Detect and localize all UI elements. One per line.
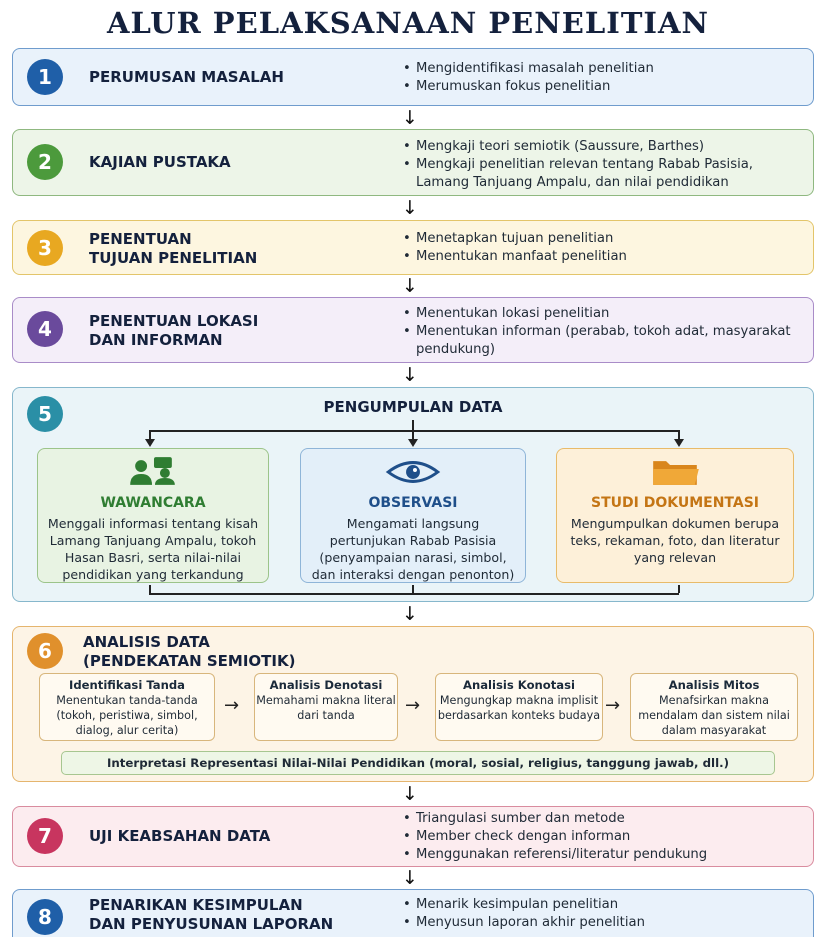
method-card-studi-dokumentasi: STUDI DOKUMENTASI Mengumpulkan dokumen b… bbox=[556, 448, 794, 583]
step-title: PENGUMPULAN DATA bbox=[323, 398, 503, 416]
step-1-box: 1 PERUMUSAN MASALAH Mengidentifikasi mas… bbox=[12, 48, 814, 106]
step-bullets: Mengidentifikasi masalah penelitian Meru… bbox=[401, 60, 806, 96]
merge-line bbox=[149, 585, 151, 593]
interpretation-banner: Interpretasi Representasi Nilai-Nilai Pe… bbox=[61, 751, 775, 775]
bullet-item: Menentukan informan (perabab, tokoh adat… bbox=[401, 323, 806, 359]
step-number-badge: 5 bbox=[27, 396, 63, 432]
arrowhead-icon bbox=[145, 439, 155, 447]
step-number-badge: 7 bbox=[27, 818, 63, 854]
branch-line bbox=[412, 430, 414, 440]
bullet-item: Mengkaji penelitian relevan tentang Raba… bbox=[401, 156, 806, 192]
step-number-badge: 3 bbox=[27, 230, 63, 266]
analysis-title: Analisis Mitos bbox=[668, 678, 760, 692]
step-title-line: ANALISIS DATA bbox=[83, 633, 210, 651]
right-arrow-icon: → bbox=[605, 695, 621, 716]
method-card-observasi: OBSERVASI Mengamati langsung pertunjukan… bbox=[300, 448, 526, 583]
step-title-line: TUJUAN PENELITIAN bbox=[89, 249, 258, 267]
step-bullets: Menetapkan tujuan penelitian Menentukan … bbox=[401, 230, 806, 266]
page-title: ALUR PELAKSANAAN PENELITIAN bbox=[107, 6, 709, 40]
eye-icon bbox=[385, 461, 441, 483]
step-number-badge: 8 bbox=[27, 899, 63, 935]
right-arrow-icon: → bbox=[405, 695, 421, 716]
bullet-item: Menentukan manfaat penelitian bbox=[401, 248, 806, 266]
bullet-item: Menyusun laporan akhir penelitian bbox=[401, 914, 806, 932]
bullet-item: Member check dengan informan bbox=[401, 828, 806, 846]
analysis-description: Menafsirkan makna mendalam dan sistem ni… bbox=[638, 694, 790, 737]
step-title-line: PENENTUAN LOKASI bbox=[89, 312, 259, 330]
step-number-badge: 2 bbox=[27, 144, 63, 180]
analysis-card: Analisis Konotasi Mengungkap makna impli… bbox=[435, 673, 603, 741]
step-title-line: PENENTUAN bbox=[89, 230, 192, 248]
people-chat-icon bbox=[130, 457, 175, 485]
method-description: Mengamati langsung pertunjukan Rabab Pas… bbox=[311, 516, 515, 582]
step-title: UJI KEABSAHAN DATA bbox=[89, 827, 271, 845]
step-number-badge: 4 bbox=[27, 311, 63, 347]
step-2-box: 2 KAJIAN PUSTAKA Mengkaji teori semiotik… bbox=[12, 129, 814, 196]
analysis-title: Identifikasi Tanda bbox=[69, 678, 185, 692]
analysis-card: Analisis Mitos Menafsirkan makna mendala… bbox=[630, 673, 798, 741]
step-title: PERUMUSAN MASALAH bbox=[89, 68, 284, 86]
bullet-item: Triangulasi sumber dan metode bbox=[401, 810, 806, 828]
step-title: PENENTUAN TUJUAN PENELITIAN bbox=[89, 230, 257, 268]
step-5-box: 5 PENGUMPULAN DATA WAWANCARA Menggali in… bbox=[12, 387, 814, 602]
step-bullets: Triangulasi sumber dan metode Member che… bbox=[401, 810, 806, 864]
arrowhead-icon bbox=[408, 439, 418, 447]
step-number-badge: 6 bbox=[27, 633, 63, 669]
merge-line bbox=[412, 585, 414, 593]
method-card-wawancara: WAWANCARA Menggali informasi tentang kis… bbox=[37, 448, 269, 583]
bullet-item: Menarik kesimpulan penelitian bbox=[401, 896, 806, 914]
step-title-line: PENARIKAN KESIMPULAN bbox=[89, 896, 303, 914]
down-arrow-icon: ↓ bbox=[402, 197, 418, 219]
bullet-item: Menggunakan referensi/literatur pendukun… bbox=[401, 846, 806, 864]
bullet-item: Menentukan lokasi penelitian bbox=[401, 305, 806, 323]
step-4-box: 4 PENENTUAN LOKASI DAN INFORMAN Menentuk… bbox=[12, 297, 814, 363]
step-bullets: Menarik kesimpulan penelitian Menyusun l… bbox=[401, 896, 806, 932]
analysis-title: Analisis Denotasi bbox=[269, 678, 383, 692]
bullet-item: Menetapkan tujuan penelitian bbox=[401, 230, 806, 248]
step-title-line: DAN PENYUSUNAN LAPORAN bbox=[89, 915, 334, 933]
step-title: PENARIKAN KESIMPULAN DAN PENYUSUNAN LAPO… bbox=[89, 896, 333, 934]
bullet-item: Merumuskan fokus penelitian bbox=[401, 78, 806, 96]
step-title: KAJIAN PUSTAKA bbox=[89, 153, 231, 171]
down-arrow-icon: ↓ bbox=[402, 783, 418, 805]
step-6-box: 6 ANALISIS DATA (PENDEKATAN SEMIOTIK) Id… bbox=[12, 626, 814, 782]
step-title-line: (PENDEKATAN SEMIOTIK) bbox=[83, 652, 296, 670]
branch-line bbox=[412, 420, 414, 430]
branch-line bbox=[678, 430, 680, 440]
method-description: Menggali informasi tentang kisah Lamang … bbox=[47, 516, 259, 582]
step-3-box: 3 PENENTUAN TUJUAN PENELITIAN Menetapkan… bbox=[12, 220, 814, 275]
step-bullets: Menentukan lokasi penelitian Menentukan … bbox=[401, 305, 806, 359]
method-title: WAWANCARA bbox=[100, 495, 206, 511]
step-7-box: 7 UJI KEABSAHAN DATA Triangulasi sumber … bbox=[12, 806, 814, 867]
merge-line bbox=[678, 585, 680, 593]
arrowhead-icon bbox=[674, 439, 684, 447]
analysis-card: Analisis Denotasi Memahami makna literal… bbox=[254, 673, 398, 741]
analysis-description: Mengungkap makna implisit berdasarkan ko… bbox=[437, 694, 601, 722]
down-arrow-icon: ↓ bbox=[402, 107, 418, 129]
folder-icon bbox=[653, 461, 699, 485]
step-title-line: DAN INFORMAN bbox=[89, 331, 223, 349]
method-title: STUDI DOKUMENTASI bbox=[591, 495, 759, 511]
down-arrow-icon: ↓ bbox=[402, 275, 418, 297]
merge-line bbox=[149, 593, 679, 595]
method-title: OBSERVASI bbox=[368, 495, 458, 511]
step-title: PENENTUAN LOKASI DAN INFORMAN bbox=[89, 312, 258, 350]
analysis-description: Memahami makna literal dari tanda bbox=[256, 694, 396, 722]
down-arrow-icon: ↓ bbox=[402, 603, 418, 625]
bullet-item: Mengidentifikasi masalah penelitian bbox=[401, 60, 806, 78]
method-description: Mengumpulkan dokumen berupa teks, rekama… bbox=[570, 516, 780, 565]
branch-line bbox=[149, 430, 151, 440]
analysis-description: Menentukan tanda-tanda (tokoh, peristiwa… bbox=[56, 694, 198, 737]
step-bullets: Mengkaji teori semiotik (Saussure, Barth… bbox=[401, 138, 806, 192]
analysis-title: Analisis Konotasi bbox=[462, 678, 575, 692]
step-number-badge: 1 bbox=[27, 59, 63, 95]
down-arrow-icon: ↓ bbox=[402, 867, 418, 889]
down-arrow-icon: ↓ bbox=[402, 364, 418, 386]
step-title: ANALISIS DATA (PENDEKATAN SEMIOTIK) bbox=[83, 633, 295, 671]
analysis-card: Identifikasi Tanda Menentukan tanda-tand… bbox=[39, 673, 215, 741]
step-8-box: 8 PENARIKAN KESIMPULAN DAN PENYUSUNAN LA… bbox=[12, 889, 814, 937]
bullet-item: Mengkaji teori semiotik (Saussure, Barth… bbox=[401, 138, 806, 156]
branch-line bbox=[149, 430, 679, 432]
right-arrow-icon: → bbox=[224, 695, 240, 716]
